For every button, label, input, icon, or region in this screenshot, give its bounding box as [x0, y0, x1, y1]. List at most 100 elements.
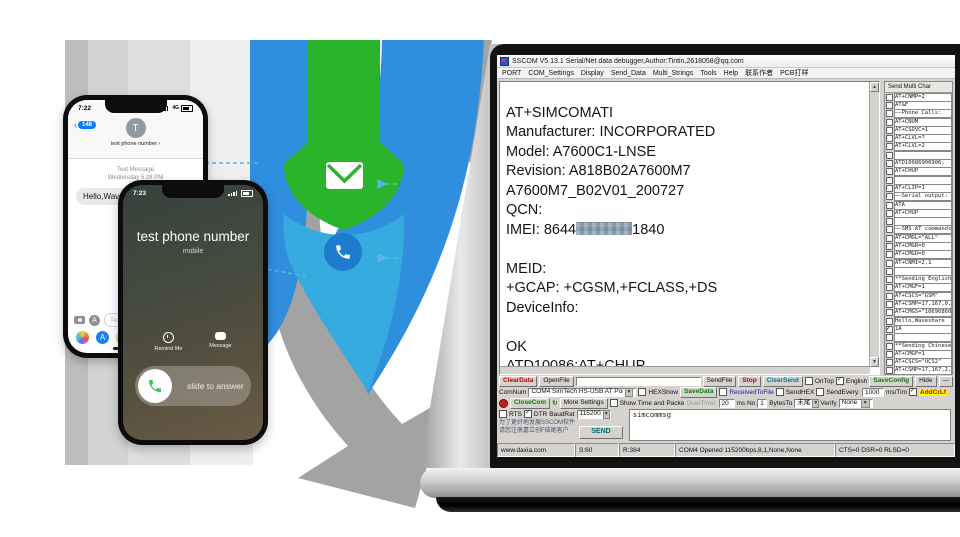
- menu-item[interactable]: COM_Settings: [528, 69, 574, 77]
- received-to-file-checkbox[interactable]: [719, 388, 728, 396]
- refresh-icon[interactable]: ↻: [552, 400, 558, 407]
- clear-data-button[interactable]: ClearData: [499, 375, 538, 387]
- receive-horizontal-scrollbar[interactable]: [500, 366, 870, 374]
- row-checkbox[interactable]: [886, 201, 893, 209]
- send-text-area[interactable]: simcommsg: [629, 409, 951, 441]
- row-checkbox[interactable]: [886, 242, 893, 250]
- menu-item[interactable]: Tools: [700, 69, 717, 77]
- row-checkbox[interactable]: [886, 143, 893, 151]
- row-checkbox[interactable]: [886, 126, 893, 134]
- status-site[interactable]: www.daxia.com: [497, 443, 575, 457]
- row-checkbox[interactable]: [886, 184, 893, 192]
- menu-item[interactable]: Help: [723, 69, 739, 77]
- row-checkbox[interactable]: [886, 110, 893, 118]
- dtr-checkbox[interactable]: [523, 409, 532, 418]
- photos-icon[interactable]: [76, 331, 89, 344]
- contact-name[interactable]: test phone number ›: [110, 141, 161, 147]
- appstore-gray-icon[interactable]: A: [89, 314, 100, 326]
- scroll-down-arrow[interactable]: ▼: [870, 357, 879, 367]
- row-checkbox[interactable]: [886, 251, 893, 259]
- row-checkbox[interactable]: [886, 160, 893, 168]
- received-to-file-label: ReceivedToFile: [729, 388, 774, 396]
- multi-send-row: AT+CMGF=1: [885, 349, 952, 359]
- scroll-up-arrow[interactable]: ▲: [870, 82, 879, 92]
- send-every-label: SendEvery:: [826, 388, 860, 396]
- menu-item[interactable]: Display: [580, 69, 604, 77]
- row-checkbox[interactable]: [886, 309, 893, 317]
- english-checkbox[interactable]: [836, 376, 845, 385]
- bytes-pos-select[interactable]: 末尾▼: [794, 398, 820, 408]
- menu-item[interactable]: PCB打样: [780, 70, 809, 77]
- hex-show-checkbox[interactable]: [638, 388, 647, 396]
- row-checkbox[interactable]: [886, 135, 893, 143]
- over-time-input[interactable]: 20: [718, 398, 735, 408]
- row-checkbox[interactable]: [886, 334, 893, 342]
- show-time-checkbox[interactable]: [609, 399, 618, 407]
- menu-item[interactable]: 联系作者: [745, 70, 774, 77]
- menu-item[interactable]: Multi_Strings: [652, 69, 694, 77]
- stop-button[interactable]: Stop: [738, 375, 761, 387]
- tab-send-multi-char[interactable]: Send Multi Char: [885, 82, 952, 93]
- on-top-label: OnTop: [814, 377, 835, 385]
- title-bar[interactable]: SSCOM V5.13.1 Serial/Net data debugger,A…: [497, 55, 955, 68]
- back-button[interactable]: ‹ 148: [74, 120, 97, 130]
- clear-send-button[interactable]: ClearSend: [762, 375, 803, 387]
- row-checkbox[interactable]: [886, 301, 893, 309]
- row-checkbox[interactable]: [886, 118, 893, 126]
- row-command-field[interactable]: AT+CSMP=17,167,2,25: [894, 366, 952, 374]
- row-checkbox[interactable]: [886, 342, 893, 350]
- appstore-icon[interactable]: A: [96, 331, 109, 344]
- row-checkbox[interactable]: [886, 101, 893, 109]
- row-checkbox[interactable]: [886, 259, 893, 267]
- save-config-button[interactable]: SaveConfig: [869, 375, 914, 387]
- row-checkbox[interactable]: [886, 276, 893, 284]
- avatar[interactable]: T: [125, 118, 146, 138]
- row-checkbox[interactable]: [886, 209, 893, 217]
- more-settings-button[interactable]: More Settings: [559, 397, 608, 409]
- send-button[interactable]: SEND: [579, 426, 623, 439]
- hide-button[interactable]: Hide: [915, 375, 937, 387]
- save-data-button[interactable]: SaveData: [680, 386, 718, 398]
- minimize-button[interactable]: —: [938, 375, 953, 387]
- menu-item[interactable]: PORT: [502, 69, 522, 77]
- row-checkbox[interactable]: [886, 317, 893, 325]
- receive-textbox[interactable]: AT+SIMCOMATI Manufacturer: INCORPORATED …: [499, 81, 880, 375]
- close-com-button[interactable]: CloseCom: [510, 397, 551, 409]
- file-path-input[interactable]: [575, 376, 701, 386]
- add-crlf-checkbox[interactable]: [909, 387, 918, 396]
- row-checkbox[interactable]: [886, 325, 893, 333]
- baud-select[interactable]: 115200▼: [576, 409, 611, 419]
- row-checkbox[interactable]: [886, 267, 893, 275]
- row-checkbox[interactable]: [886, 350, 893, 358]
- com-port-select[interactable]: COM4 SimTech HS-USB AT Por ▼: [528, 387, 637, 397]
- row-checkbox[interactable]: [886, 284, 893, 292]
- row-checkbox[interactable]: [886, 292, 893, 300]
- bytes-input[interactable]: 1: [757, 398, 768, 408]
- remind-me-button[interactable]: Remind Me: [154, 332, 183, 352]
- verify-select[interactable]: None▼: [838, 398, 873, 408]
- row-checkbox[interactable]: [886, 218, 893, 226]
- slider-label: slide to answer: [187, 381, 244, 391]
- answer-knob[interactable]: [138, 369, 172, 403]
- row-checkbox[interactable]: [886, 367, 893, 374]
- row-checkbox[interactable]: [886, 151, 893, 159]
- answer-slider[interactable]: slide to answer: [135, 366, 251, 406]
- receive-vertical-scrollbar[interactable]: ▲ ▼: [869, 82, 879, 367]
- send-every-checkbox[interactable]: [816, 388, 825, 396]
- on-top-checkbox[interactable]: [804, 377, 813, 385]
- row-checkbox[interactable]: [886, 234, 893, 242]
- send-file-button[interactable]: SendFile: [702, 375, 737, 387]
- row-checkbox[interactable]: [886, 93, 893, 101]
- row-checkbox[interactable]: [886, 226, 893, 234]
- open-file-button[interactable]: OpenFile: [539, 375, 574, 387]
- rts-checkbox[interactable]: [499, 410, 507, 418]
- send-interval-input[interactable]: 1000: [861, 387, 884, 397]
- row-checkbox[interactable]: [886, 193, 893, 201]
- menu-item[interactable]: Send_Data: [610, 69, 646, 77]
- row-checkbox[interactable]: [886, 168, 893, 176]
- message-button[interactable]: Message: [209, 332, 232, 352]
- row-checkbox[interactable]: [886, 176, 893, 184]
- row-checkbox[interactable]: [886, 359, 893, 367]
- camera-icon[interactable]: [74, 316, 85, 324]
- send-hex-checkbox[interactable]: [775, 388, 784, 396]
